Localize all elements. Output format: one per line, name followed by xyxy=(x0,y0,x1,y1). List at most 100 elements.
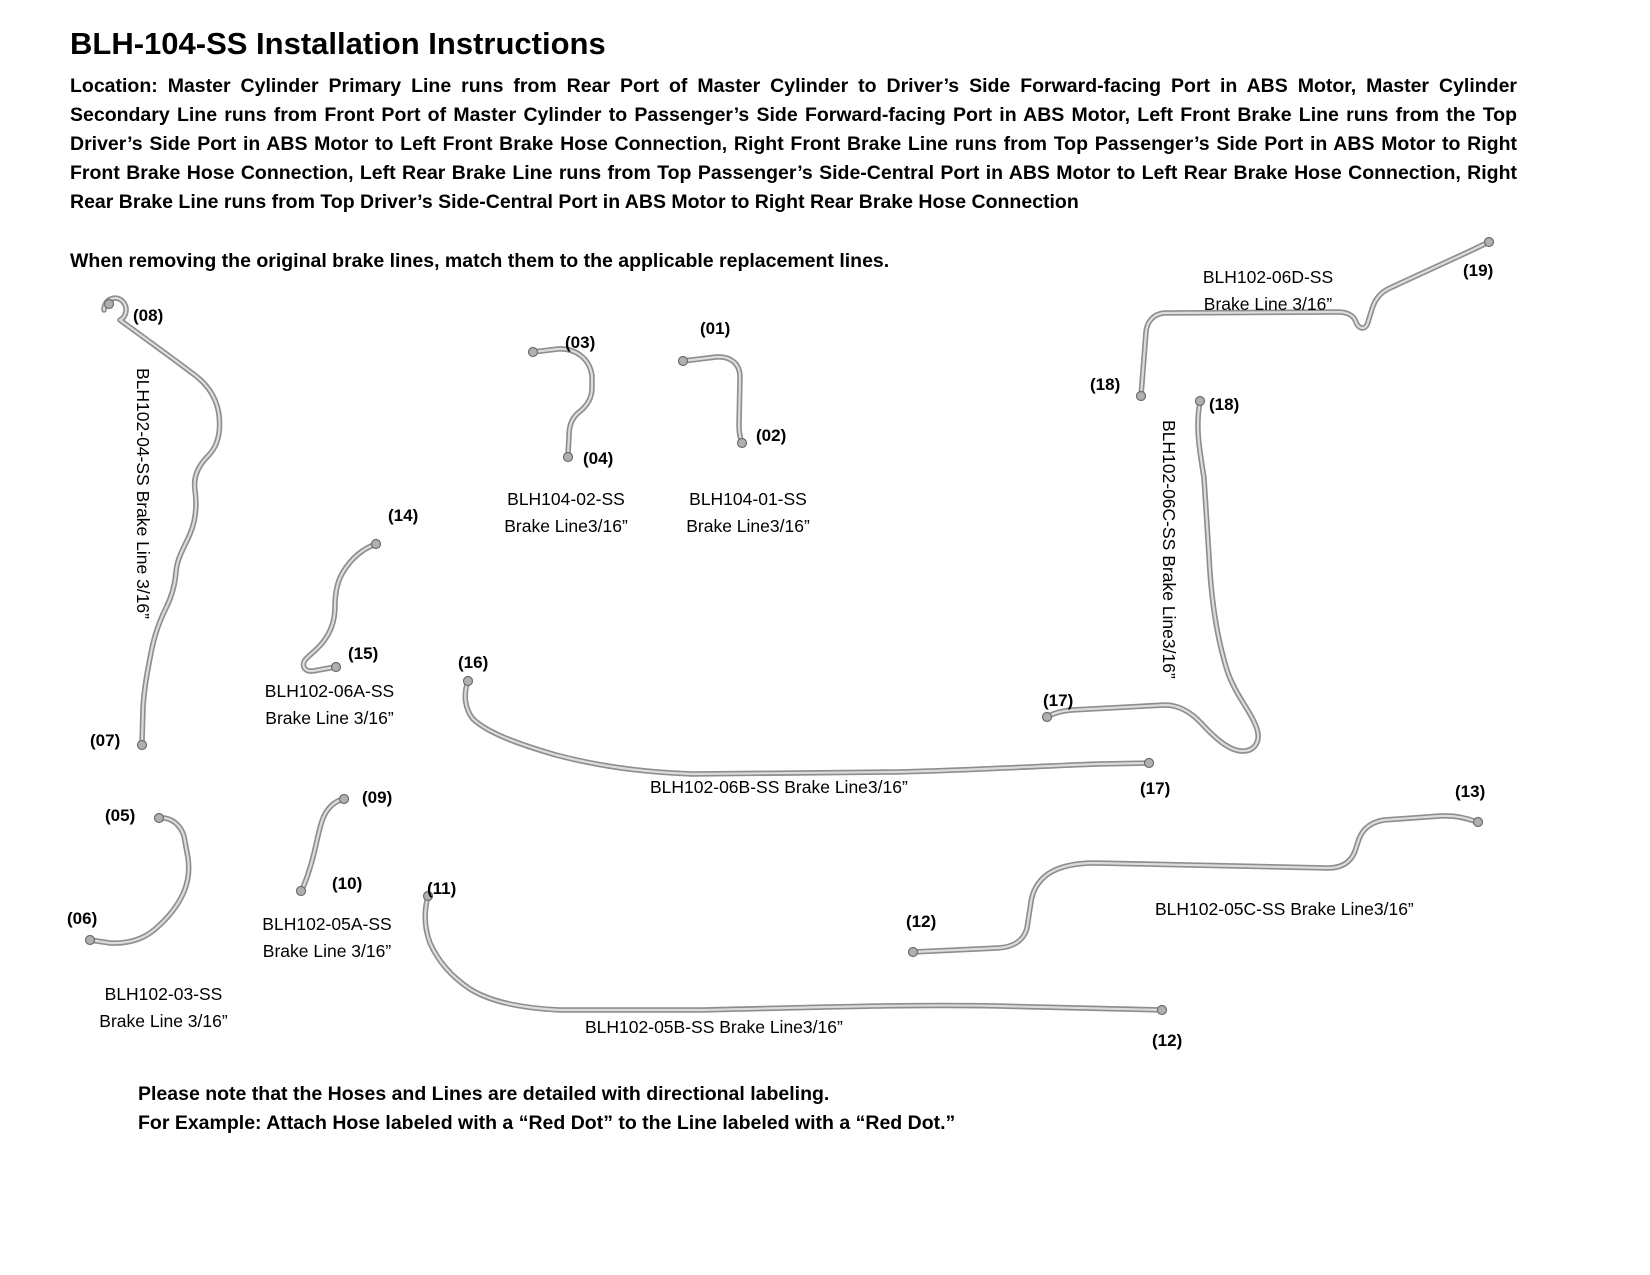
fitting-03 xyxy=(527,346,539,358)
callout-06: (06) xyxy=(67,909,98,928)
page-title: BLH-104-SS Installation Instructions xyxy=(70,26,606,61)
part-size: Brake Line 3/16” xyxy=(262,941,392,961)
brake-line-blh102-06a-highlight xyxy=(302,542,378,673)
fitting-06 xyxy=(84,934,96,946)
brake-line-blh102-05b xyxy=(422,890,1168,1016)
callout-10: (10) xyxy=(332,874,363,893)
fitting-18-right xyxy=(1194,395,1206,407)
brake-line-blh102-06c xyxy=(1041,395,1261,754)
callout-13: (13) xyxy=(1455,782,1486,801)
callout-02: (02) xyxy=(756,426,787,445)
brake-line-blh102-03 xyxy=(84,812,192,946)
brake-line-blh102-06d xyxy=(1135,236,1495,402)
part-number: BLH102-06A-SS xyxy=(264,681,395,701)
brake-line-blh102-05c-tube xyxy=(910,813,1480,955)
brake-line-blh102-05b-tube xyxy=(422,893,1165,1013)
callout-17-left: (17) xyxy=(1043,691,1074,710)
fitting-18-left xyxy=(1135,390,1147,402)
part-label-blh102-06b: BLH102-06B-SS Brake Line3/16” xyxy=(650,777,908,797)
brake-line-blh104-02 xyxy=(527,346,595,463)
part-size: Brake Line 3/16” xyxy=(99,1011,228,1031)
brake-line-blh102-04 xyxy=(101,295,223,751)
callout-19: (19) xyxy=(1463,261,1494,280)
part-number: BLH104-01-SS xyxy=(689,489,807,509)
location-paragraph: Location: Master Cylinder Primary Line r… xyxy=(70,75,1517,213)
fitting-19 xyxy=(1483,236,1495,248)
part-size: Brake Line 3/16” xyxy=(265,708,394,728)
fitting-16 xyxy=(462,675,474,687)
fitting-17-left xyxy=(1041,711,1053,723)
part-label-blh102-06c: BLH102-06C-SS Brake Line3/16” xyxy=(1159,420,1179,679)
callout-14: (14) xyxy=(388,506,419,525)
callout-18-left: (18) xyxy=(1090,375,1121,394)
callout-08: (08) xyxy=(133,306,164,325)
brake-line-blh102-05a-highlight xyxy=(299,797,346,893)
part-label-blh104-01: BLH104-01-SS Brake Line3/16” xyxy=(672,486,824,540)
fitting-12-right xyxy=(1156,1004,1168,1016)
callout-01: (01) xyxy=(700,319,731,338)
callout-17-right: (17) xyxy=(1140,779,1171,798)
brake-line-blh102-05b-highlight xyxy=(424,894,1164,1012)
brake-line-blh102-06c-tube xyxy=(1044,399,1261,754)
callout-18-right: (18) xyxy=(1209,395,1240,414)
part-label-blh102-05c: BLH102-05C-SS Brake Line3/16” xyxy=(1155,899,1414,919)
fitting-08 xyxy=(103,298,115,310)
note-line-2: For Example: Attach Hose labeled with a … xyxy=(138,1112,956,1134)
fitting-10 xyxy=(295,885,307,897)
brake-line-blh102-05a xyxy=(295,793,350,897)
brake-line-blh102-06d-highlight xyxy=(1139,240,1491,398)
fitting-04 xyxy=(562,451,574,463)
part-label-blh102-06a: BLH102-06A-SS Brake Line 3/16” xyxy=(252,678,407,732)
callout-05: (05) xyxy=(105,806,136,825)
brake-line-blh104-01 xyxy=(677,354,748,449)
brake-line-blh104-01-tube xyxy=(680,354,745,446)
fitting-09 xyxy=(338,793,350,805)
brake-line-blh102-06a xyxy=(300,538,382,674)
part-size: Brake Line3/16” xyxy=(686,516,810,536)
brake-line-blh104-01-highlight xyxy=(681,355,744,445)
fitting-14 xyxy=(370,538,382,550)
fitting-02 xyxy=(736,437,748,449)
part-number: BLH102-06D-SS xyxy=(1202,267,1334,287)
callout-04: (04) xyxy=(583,449,614,468)
fitting-05 xyxy=(153,812,165,824)
part-label-blh102-06d: BLH102-06D-SS Brake Line 3/16” xyxy=(1188,264,1348,318)
fitting-11 xyxy=(422,890,434,902)
brake-line-blh102-06c-highlight xyxy=(1045,400,1260,753)
brake-line-blh102-06b xyxy=(462,675,1155,777)
part-size: Brake Line3/16” xyxy=(504,516,628,536)
part-label-blh102-04: BLH102-04-SS Brake Line 3/16” xyxy=(133,368,153,619)
intro-instruction: When removing the original brake lines, … xyxy=(70,250,890,272)
fitting-12-left xyxy=(907,946,919,958)
part-number: BLH102-03-SS xyxy=(104,984,223,1004)
part-size: Brake Line 3/16” xyxy=(1203,294,1333,314)
fitting-07 xyxy=(136,739,148,751)
note-line-1: Please note that the Hoses and Lines are… xyxy=(138,1083,830,1105)
fitting-13 xyxy=(1472,816,1484,828)
brake-line-blh102-05c-highlight xyxy=(911,814,1479,954)
fitting-15 xyxy=(330,661,342,673)
part-number: BLH104-02-SS xyxy=(507,489,625,509)
brake-line-blh102-04-tube xyxy=(101,295,223,745)
callout-16: (16) xyxy=(458,653,489,672)
part-label-blh102-03: BLH102-03-SS Brake Line 3/16” xyxy=(86,981,241,1035)
fitting-01 xyxy=(677,355,689,367)
fitting-17-right xyxy=(1143,757,1155,769)
part-label-blh104-02: BLH104-02-SS Brake Line3/16” xyxy=(490,486,642,540)
callout-15: (15) xyxy=(348,644,379,663)
directional-labeling-note: Please note that the Hoses and Lines are… xyxy=(138,1080,955,1138)
brake-line-blh102-05c xyxy=(907,813,1484,958)
callout-03: (03) xyxy=(565,333,596,352)
brake-line-blh104-02-tube xyxy=(530,346,595,458)
callout-11: (11) xyxy=(427,879,457,898)
brake-line-blh102-04-highlight xyxy=(102,297,221,744)
callout-07: (07) xyxy=(90,731,121,750)
brake-line-blh102-03-tube xyxy=(87,815,192,946)
part-number: BLH102-05A-SS xyxy=(262,914,392,934)
callout-12-left: (12) xyxy=(906,912,937,931)
part-label-blh102-05b: BLH102-05B-SS Brake Line3/16” xyxy=(585,1017,843,1037)
brake-line-blh102-06b-highlight xyxy=(464,679,1151,776)
callout-09: (09) xyxy=(362,788,393,807)
